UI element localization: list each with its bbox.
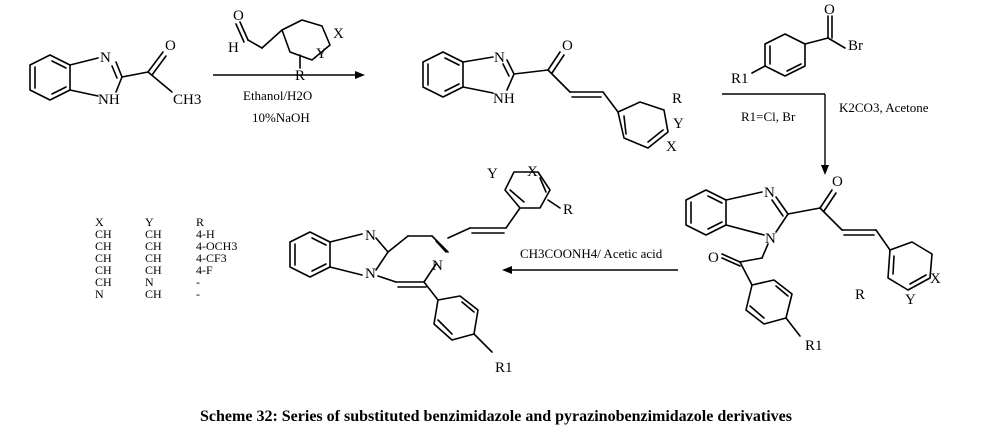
table-cell: CH [95,263,112,277]
ring-r: R [295,68,305,84]
atom-o2: O [708,250,719,266]
table-cell: CH [95,239,112,253]
ring-y: Y [316,46,327,62]
ring-y: Y [673,116,684,132]
product-phenyl-ring [433,295,479,341]
table-header-x: X [95,215,104,229]
chalcone-benzene [422,51,464,98]
intermediate-aryl-ring [887,241,933,291]
step1-base: 10%NaOH [252,110,310,125]
atom-nh: NH [493,91,515,107]
atom-ch3: CH3 [173,92,201,108]
product-aryl-ring [504,171,551,209]
step1-arrowhead [355,71,365,79]
atom-n: N [494,50,505,66]
aldehyde-h: H [228,40,239,56]
scheme-caption: Scheme 32: Series of substituted benzimi… [200,408,792,425]
table-cell: 4-H [196,227,215,241]
step2: O Br R1 R1=Cl, Br K2CO3, Acetone [722,2,929,175]
atom-n2: N [765,231,776,247]
step1-solvent: Ethanol/H2O [243,88,312,103]
atom-n: N [100,50,111,66]
step3-conditions: CH3COONH4/ Acetic acid [520,246,663,261]
starting-material: N NH O CH3 [29,38,201,108]
step2-arrowhead [821,165,829,175]
phenacyl-ring [764,33,806,77]
ring-y: Y [905,292,916,308]
table-cell: 4-F [196,263,213,277]
alkylated-intermediate: N N O O R X Y R1 [685,174,941,354]
atom-o: O [562,38,573,54]
ring-x: X [527,164,538,180]
atom-o1: O [832,174,843,190]
table-cell: CH [145,287,162,301]
atom-n1: N [764,185,775,201]
intermediate-benzene [685,189,727,236]
atom-n1: N [365,228,376,244]
chalcone-aryl-ring [617,101,669,149]
ring-x: X [333,26,344,42]
table-cell: CH [145,239,162,253]
product-benzene [289,231,331,278]
step3: CH3COONH4/ Acetic acid [502,246,678,274]
table-cell: 4-CF3 [196,251,227,265]
table-cell: - [196,275,200,289]
table-cell: N [145,275,154,289]
reagent-r1: R1 [731,71,749,87]
table-cell: CH [145,251,162,265]
step2-conditions: K2CO3, Acetone [839,100,929,115]
aryl-r1: R1 [805,338,823,354]
table-cell: N [95,287,104,301]
chalcone: N NH O R Y X [422,38,684,155]
table-cell: CH [145,227,162,241]
table-cell: 4-OCH3 [196,239,237,253]
atom-nh: NH [98,92,120,108]
table-cell: CH [95,275,112,289]
ring-r: R [855,287,865,303]
benzene-ring [29,54,71,101]
ring-x: X [930,271,941,287]
aldehyde-o: O [233,8,244,24]
step2-r1-values: R1=Cl, Br [741,109,796,124]
atom-n3: N [432,258,443,274]
reagent-o: O [824,2,835,18]
table-header-r: R [196,215,204,229]
table-cell: CH [95,227,112,241]
atom-n2: N [365,266,376,282]
step1: O H X Y R Ethanol/H2O 10%NaOH [213,8,365,125]
ring-r: R [672,91,682,107]
table-header-y: Y [145,215,154,229]
product: N N N Y X R R1 [289,164,573,376]
aldehyde-ring [281,19,331,61]
table-cell: CH [95,251,112,265]
atom-o: O [165,38,176,54]
ring-x: X [666,139,677,155]
ring-y: Y [487,166,498,182]
table-cell: CH [145,263,162,277]
reagent-br: Br [848,38,863,54]
substituent-table: X Y R CH CH 4-H CH CH 4-OCH3 CH CH 4-CF3… [95,215,237,301]
step3-arrowhead [502,266,512,274]
aryl-r1: R1 [495,360,513,376]
ring-r: R [563,202,573,218]
table-cell: - [196,287,200,301]
intermediate-phenyl-ring [745,279,793,325]
